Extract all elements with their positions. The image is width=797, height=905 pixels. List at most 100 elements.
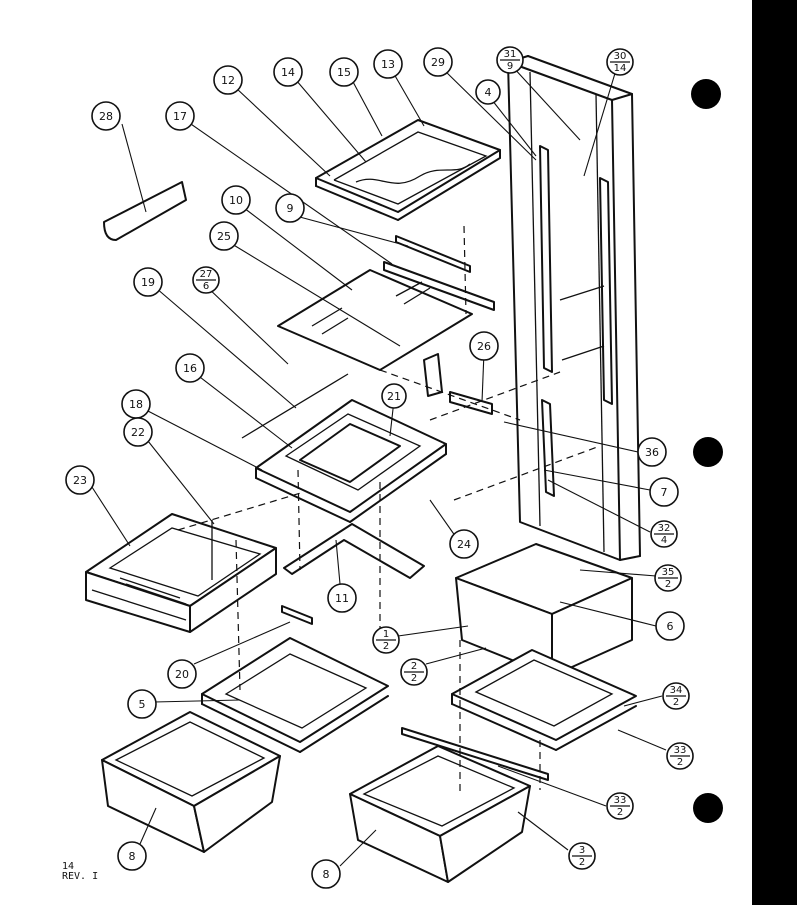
callout-31-9-den: 9 [507, 61, 513, 72]
crisper-drawer-left [101, 711, 281, 853]
callout-14: 14 [273, 57, 303, 87]
crisper-drawer-right [349, 745, 531, 883]
callout-22-label: 22 [131, 426, 145, 439]
callout-33-2-upper: 332 [666, 742, 694, 770]
callout-7-label: 7 [661, 486, 668, 499]
callout-36-label: 36 [645, 446, 659, 459]
callout-5-label: 5 [139, 698, 146, 711]
callout-18: 18 [121, 389, 151, 419]
scanned-edge-shadow [752, 0, 797, 905]
bracket [423, 353, 493, 415]
callout-13: 13 [373, 49, 403, 79]
callout-36: 36 [637, 437, 667, 467]
callout-35-2: 352 [654, 564, 682, 592]
callout-11: 11 [327, 583, 357, 613]
callout-23-label: 23 [73, 474, 87, 487]
callout-33-2-upper-den: 2 [677, 757, 683, 768]
crisper-cover-frame [201, 637, 389, 753]
callout-27-6-num: 27 [200, 269, 213, 280]
callout-20: 20 [167, 659, 197, 689]
callout-23: 23 [65, 465, 95, 495]
callout-26: 26 [469, 331, 499, 361]
shelf-side-rails [383, 235, 495, 311]
callout-34-2-num: 34 [670, 685, 683, 696]
callout-12-label: 12 [221, 74, 235, 87]
callout-19-label: 19 [141, 276, 155, 289]
callout-1-2-num: 1 [383, 629, 389, 640]
trim-piece [103, 181, 187, 241]
callout-15-label: 15 [337, 66, 351, 79]
callout-30-14-den: 14 [614, 63, 627, 74]
callout-1-2: 12 [372, 626, 400, 654]
crisper-cover-glass [277, 269, 473, 371]
revision-text: REV. I [62, 871, 99, 882]
callout-12: 12 [213, 65, 243, 95]
assembly-lines [177, 225, 601, 792]
leader-lines [89, 65, 667, 867]
callout-19: 19 [133, 267, 163, 297]
callout-30-14-num: 30 [614, 51, 627, 62]
punch-holes [691, 79, 723, 823]
callout-31-9: 319 [496, 46, 524, 74]
callout-27-6-den: 6 [203, 281, 209, 292]
callout-18-label: 18 [129, 398, 143, 411]
callout-2-2-num: 2 [411, 661, 417, 672]
callout-5: 5 [127, 689, 157, 719]
callout-26-label: 26 [477, 340, 491, 353]
crisper-slide-rail [401, 727, 549, 781]
top-glass-shelf [315, 119, 501, 221]
callout-32-4-den: 4 [661, 535, 667, 546]
callout-14-label: 14 [281, 66, 295, 79]
callout-3-2: 32 [568, 842, 596, 870]
callout-21-label: 21 [387, 390, 401, 403]
deli-drawer [85, 513, 277, 633]
callout-32-4: 324 [650, 520, 678, 548]
callout-3-2-num: 3 [579, 845, 585, 856]
callout-33-2-lower-den: 2 [617, 807, 623, 818]
callout-35-2-den: 2 [665, 579, 671, 590]
callout-17: 17 [165, 101, 195, 131]
callout-2-2-den: 2 [411, 673, 417, 684]
callout-10-label: 10 [229, 194, 243, 207]
callout-17-label: 17 [173, 110, 187, 123]
callout-24: 24 [449, 529, 479, 559]
callout-22: 22 [123, 417, 153, 447]
callout-3-2-den: 2 [579, 857, 585, 868]
deli-drawer-frame [241, 373, 447, 523]
callout-4-label: 4 [485, 86, 492, 99]
callout-29-label: 29 [431, 56, 445, 69]
callout-20-label: 20 [175, 668, 189, 681]
callout-16: 16 [175, 353, 205, 383]
callout-8-right-label: 8 [323, 868, 330, 881]
drawer-slide-rail [281, 605, 313, 625]
callout-13-label: 13 [381, 58, 395, 71]
callout-6: 6 [655, 611, 685, 641]
callout-27-6: 276 [192, 266, 220, 294]
callout-8-left: 8 [117, 841, 147, 871]
callout-34-2-den: 2 [673, 697, 679, 708]
callout-24-label: 24 [457, 538, 471, 551]
page-number: 14 [62, 861, 75, 872]
callout-2-2: 22 [400, 658, 428, 686]
callout-31-9-num: 31 [504, 49, 517, 60]
drawer-support-bracket [283, 523, 425, 579]
callout-32-4-num: 32 [658, 523, 671, 534]
cabinet-liner [507, 55, 641, 561]
callout-11-label: 11 [335, 592, 349, 605]
callout-1-2-den: 2 [383, 641, 389, 652]
callout-6-label: 6 [667, 620, 674, 633]
callout-7: 7 [649, 477, 679, 507]
callout-28: 28 [91, 101, 121, 131]
callout-35-2-num: 35 [662, 567, 675, 578]
callout-8-right: 8 [311, 859, 341, 889]
callout-28-label: 28 [99, 110, 113, 123]
callout-33-2-lower: 332 [606, 792, 634, 820]
callout-16-label: 16 [183, 362, 197, 375]
callout-33-2-upper-num: 33 [674, 745, 687, 756]
callout-29: 29 [423, 47, 453, 77]
callout-10: 10 [221, 185, 251, 215]
shelf-rails [539, 145, 613, 497]
callout-33-2-lower-num: 33 [614, 795, 627, 806]
